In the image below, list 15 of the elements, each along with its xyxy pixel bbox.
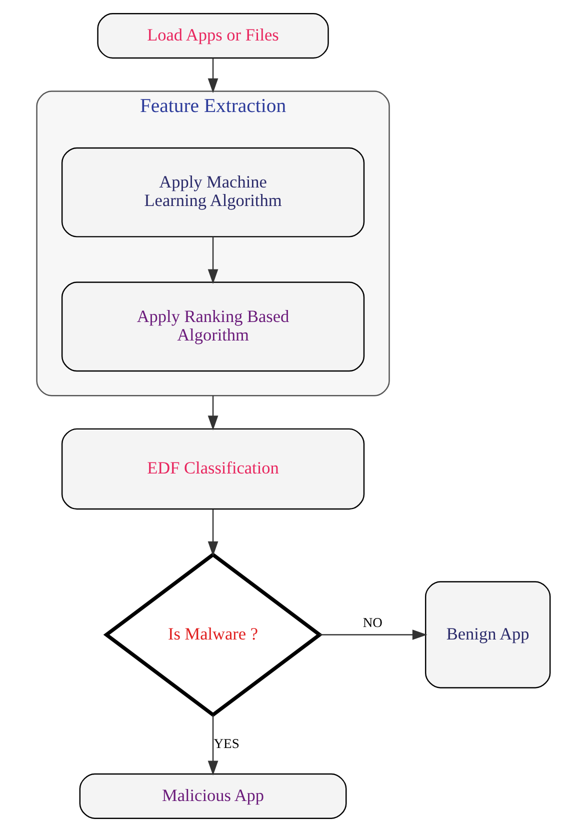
arrow xyxy=(207,58,218,94)
arrow xyxy=(207,236,218,284)
node-box: Load Apps or Files xyxy=(96,13,328,59)
node-diamond: Is Malware ? xyxy=(102,552,322,718)
arrow xyxy=(207,715,218,776)
node-box: Apply Machine Learning Algorithm xyxy=(60,147,364,238)
arrow xyxy=(319,630,427,640)
node-box: Apply Ranking Based Algorithm xyxy=(60,282,364,372)
node-box: Malicious App xyxy=(78,773,346,819)
edge-label: YES xyxy=(213,736,239,751)
node-box: EDF Classification xyxy=(60,428,364,510)
node-box: Benign App xyxy=(424,581,550,688)
edge-label: NO xyxy=(362,615,382,630)
arrow xyxy=(207,396,218,430)
arrow xyxy=(207,509,218,556)
